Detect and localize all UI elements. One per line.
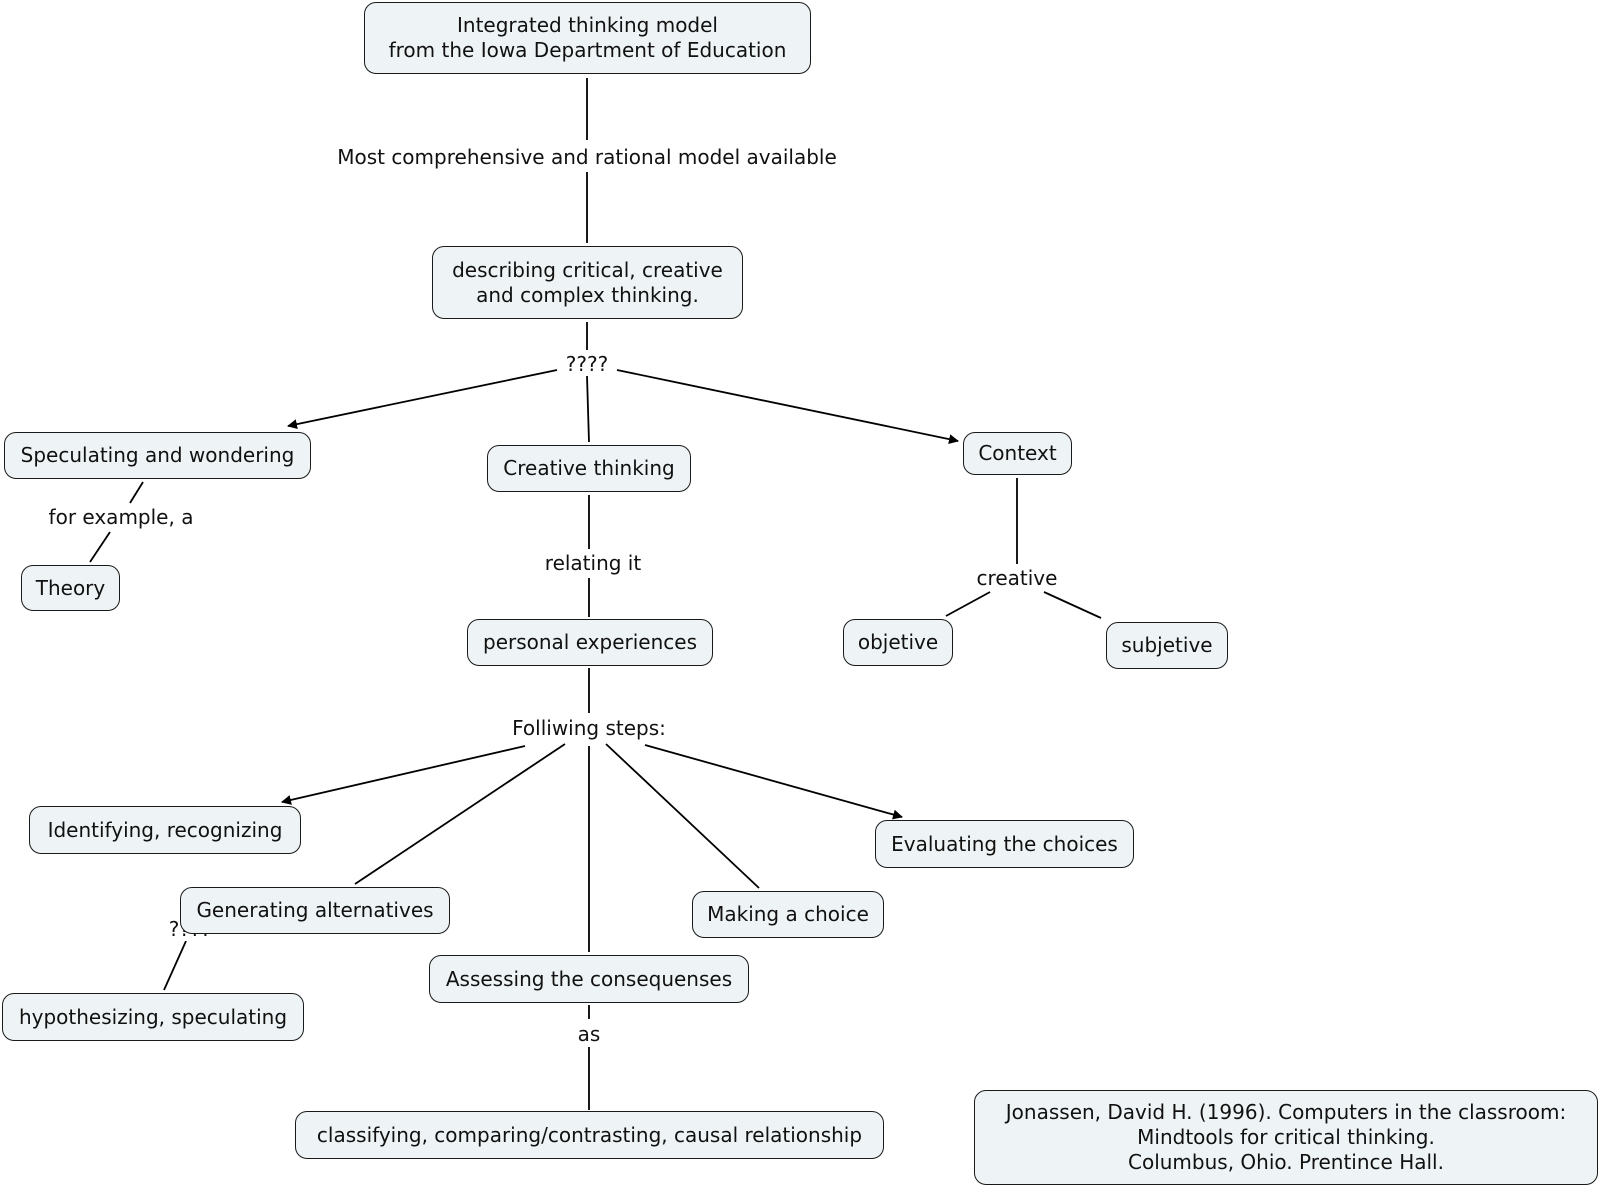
- concept-theory[interactable]: Theory: [21, 565, 120, 611]
- edge-question-to-creative: [586, 375, 590, 443]
- concept-root[interactable]: Integrated thinking model from the Iowa …: [364, 2, 811, 74]
- link-label-relating: relating it: [541, 551, 645, 575]
- concept-objetive[interactable]: objetive: [843, 619, 953, 666]
- concept-hypothesizing[interactable]: hypothesizing, speculating: [2, 993, 304, 1041]
- link-label-for-example: for example, a: [45, 505, 197, 529]
- concept-subjetive[interactable]: subjetive: [1106, 622, 1228, 669]
- concept-creative-thinking[interactable]: Creative thinking: [487, 445, 691, 492]
- edge-label-to-objetive: [945, 591, 991, 617]
- concept-reference[interactable]: Jonassen, David H. (1996). Computers in …: [974, 1090, 1598, 1185]
- edge-steps-to-evaluating: [644, 744, 903, 820]
- link-label-as: as: [574, 1022, 604, 1046]
- link-label-creative: creative: [973, 566, 1061, 590]
- concept-describing[interactable]: describing critical, creative and comple…: [432, 246, 743, 319]
- edge-steps-to-generating: [354, 743, 566, 885]
- link-label-most-comprehensive: Most comprehensive and rational model av…: [334, 145, 840, 169]
- concept-context[interactable]: Context: [963, 432, 1072, 475]
- edge-label-to-hypothesizing: [163, 940, 187, 991]
- link-label-question: ????: [562, 352, 612, 376]
- concept-making-choice[interactable]: Making a choice: [692, 891, 884, 938]
- concept-evaluating[interactable]: Evaluating the choices: [875, 820, 1134, 868]
- edge-question-to-context: [616, 369, 959, 445]
- concept-assessing[interactable]: Assessing the consequenses: [429, 955, 749, 1003]
- concept-identifying[interactable]: Identifying, recognizing: [29, 806, 301, 854]
- concept-personal-experiences[interactable]: personal experiences: [467, 619, 713, 666]
- edge-speculating-to-label: [129, 481, 144, 504]
- concept-generating[interactable]: Generating alternatives: [180, 887, 450, 934]
- concept-speculating[interactable]: Speculating and wondering: [4, 432, 311, 479]
- concept-classifying[interactable]: classifying, comparing/contrasting, caus…: [295, 1111, 884, 1159]
- edge-steps-to-making: [605, 743, 760, 889]
- link-label-following-steps: Folliwing steps:: [509, 716, 669, 740]
- edge-question-to-speculating: [287, 369, 558, 430]
- edge-label-to-theory: [89, 531, 111, 563]
- edge-steps-to-identifying: [281, 745, 526, 805]
- edge-label-to-subjetive: [1043, 591, 1102, 619]
